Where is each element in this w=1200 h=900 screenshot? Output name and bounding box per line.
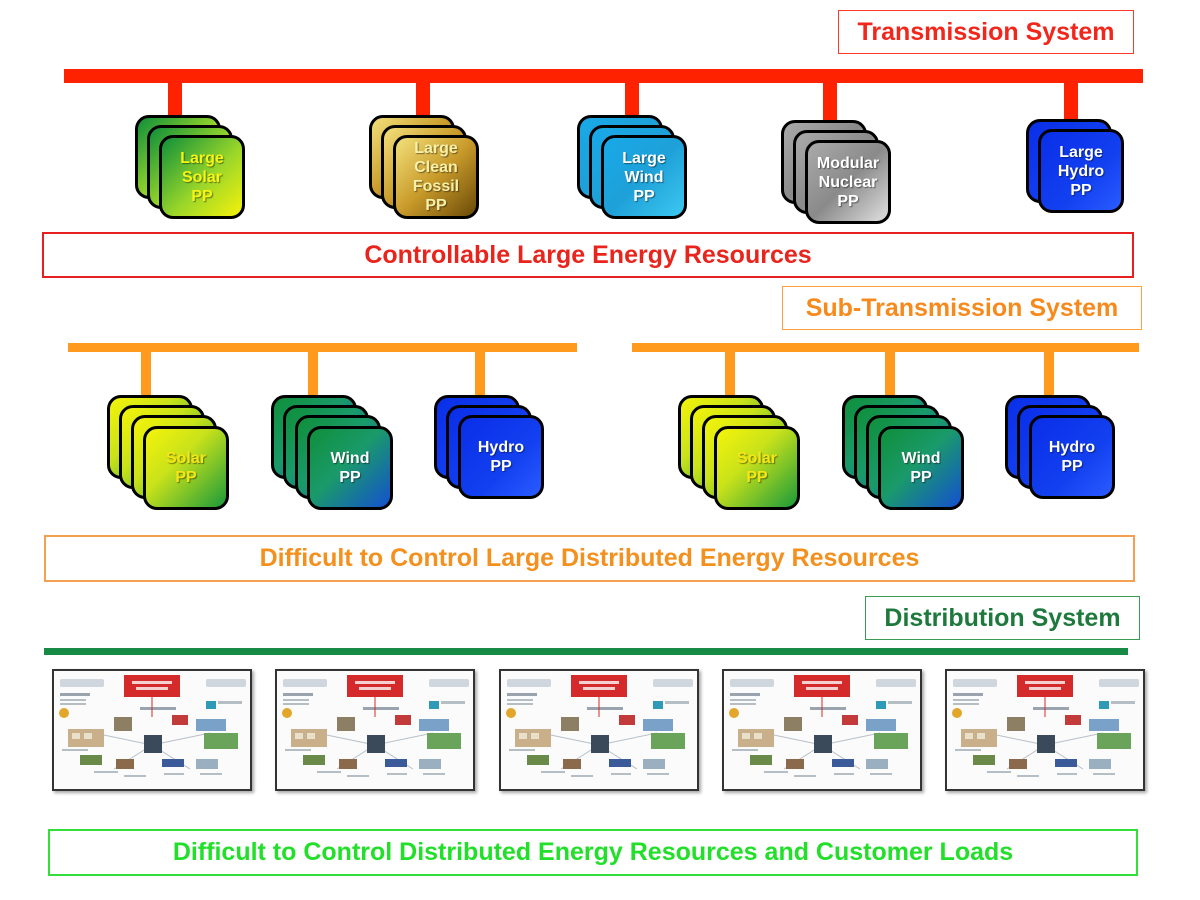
sub-transmission-stem [1044, 350, 1054, 399]
sub-transmission-plant-4-label-line: Solar [736, 449, 777, 467]
sub-transmission-stem [725, 350, 735, 399]
derms-diagram-thumbnail [275, 669, 475, 791]
transmission-plant-3-label-line: Wind [624, 168, 664, 186]
transmission-plant-3-label-line: Large [622, 149, 666, 167]
derms-diagram-image [54, 671, 250, 789]
derms-diagram-image [501, 671, 697, 789]
transmission-plant-2-label-line: Clean [414, 159, 458, 177]
transmission-plant-1-label-line: Large [180, 149, 224, 167]
distribution-bus [44, 648, 1128, 655]
sub-transmission-plant-5-label-line: Wind [901, 449, 941, 467]
sub-transmission-plant-3-label-line: Hydro [477, 439, 525, 457]
transmission-plant-5-label-line: Large [1059, 143, 1103, 161]
sub-transmission-plant-6-label-line: PP [1061, 458, 1083, 476]
sub-transmission-stem [475, 350, 485, 399]
sub-transmission-plant-1-label-line: PP [175, 468, 197, 486]
sub-transmission-plant-2-label-line: Wind [330, 449, 370, 467]
derms-diagram-image [947, 671, 1143, 789]
transmission-stem [823, 80, 837, 126]
transmission-plant-4-label-line: PP [837, 192, 859, 210]
transmission-stem [168, 80, 182, 121]
transmission-plant-3-label-line: PP [633, 187, 655, 205]
derms-diagram-image [724, 671, 920, 789]
transmission-stem [416, 80, 430, 121]
sub-transmission-stem [885, 350, 895, 399]
sub-transmission-system-title: Sub-Transmission System [782, 286, 1142, 330]
transmission-bus [64, 69, 1143, 83]
sub-transmission-bus-right [632, 343, 1139, 352]
sub-transmission-plant-5-label-line: PP [910, 468, 932, 486]
transmission-plant-2-label-line: Large [414, 140, 458, 158]
derms-diagram-thumbnail [722, 669, 922, 791]
transmission-plant-4-label-line: Nuclear [818, 173, 878, 191]
transmission-stem [625, 80, 639, 121]
derms-diagram-thumbnail [52, 669, 252, 791]
transmission-plant-1-label-line: PP [191, 187, 213, 205]
distribution-system-title: Distribution System [865, 596, 1140, 640]
sub-transmission-stem [308, 350, 318, 399]
sub-transmission-plant-4-label-line: PP [746, 468, 768, 486]
transmission-plant-2-label-line: Fossil [412, 178, 460, 196]
transmission-plant-4-label-line: Modular [816, 154, 880, 172]
sub-transmission-bus-left [68, 343, 577, 352]
sub-transmission-plant-2-label-line: PP [339, 468, 361, 486]
transmission-plant-1-label-line: Solar [181, 168, 222, 186]
difficult-der-customer-loads-label: Difficult to Control Distributed Energy … [48, 829, 1138, 876]
difficult-large-der-label: Difficult to Control Large Distributed E… [44, 535, 1135, 582]
sub-transmission-plant-1-label-line: Solar [165, 449, 206, 467]
derms-diagram-image [277, 671, 473, 789]
transmission-system-title: Transmission System [838, 10, 1134, 54]
transmission-plant-2-label-line: PP [425, 197, 447, 215]
sub-transmission-stem [141, 350, 151, 399]
derms-diagram-thumbnail [499, 669, 699, 791]
transmission-plant-5-label-line: Hydro [1057, 162, 1105, 180]
transmission-stem [1064, 80, 1078, 125]
transmission-plant-5-label-line: PP [1070, 181, 1092, 199]
derms-diagram-thumbnail [945, 669, 1145, 791]
sub-transmission-plant-3-label-line: PP [490, 458, 512, 476]
controllable-large-resources-label: Controllable Large Energy Resources [42, 232, 1134, 278]
sub-transmission-plant-6-label-line: Hydro [1048, 439, 1096, 457]
